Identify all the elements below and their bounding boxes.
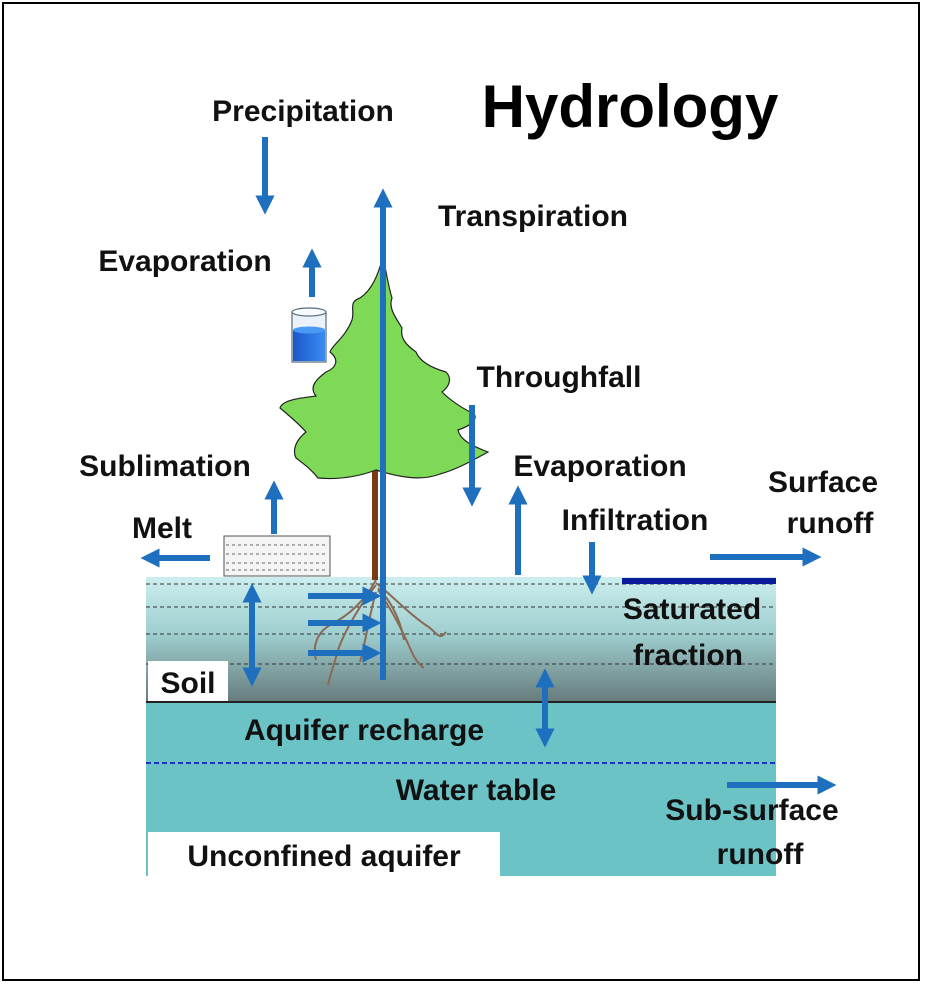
soil-label-box [148, 661, 228, 701]
label-transpiration: Transpiration [438, 200, 628, 233]
label-surface-runoff-line2: runoff [787, 507, 875, 540]
unconfined-aquifer-label-box [148, 832, 500, 876]
label-saturated-line2: fraction [633, 639, 743, 672]
beaker-icon [291, 307, 327, 363]
label-evaporation-ground: Evaporation [513, 450, 686, 483]
label-precipitation: Precipitation [212, 95, 394, 128]
label-surface-runoff-line1: Surface [768, 466, 878, 499]
label-subsurface-line2: runoff [717, 838, 805, 871]
page-title: Hydrology [482, 73, 779, 140]
label-soil: Soil [160, 667, 215, 700]
saturated-fraction-strip [622, 578, 776, 584]
label-water-table: Water table [396, 774, 557, 807]
label-saturated-line1: Saturated [623, 593, 761, 626]
label-throughfall: Throughfall [477, 361, 642, 394]
label-melt: Melt [132, 512, 192, 545]
label-unconfined-aquifer: Unconfined aquifer [187, 840, 461, 873]
snowpack [223, 535, 331, 577]
label-subsurface-line1: Sub-surface [665, 794, 838, 827]
label-infiltration: Infiltration [562, 504, 709, 537]
label-aquifer-recharge: Aquifer recharge [244, 714, 484, 747]
label-sublimation: Sublimation [79, 450, 251, 483]
label-evaporation-canopy: Evaporation [98, 245, 271, 278]
tree-trunk [372, 470, 378, 580]
